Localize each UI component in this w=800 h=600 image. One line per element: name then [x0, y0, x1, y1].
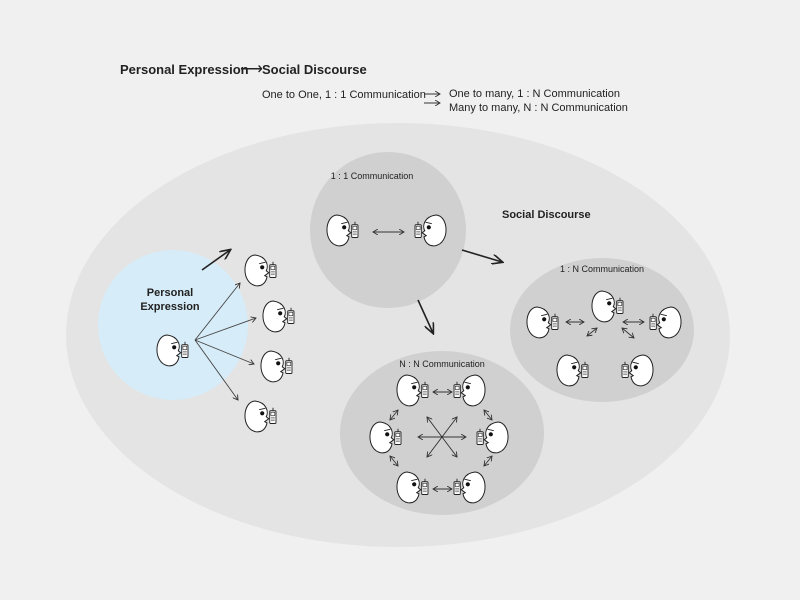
face-icon [649, 306, 682, 339]
phone-icon [394, 428, 402, 445]
double-arrows [373, 232, 644, 489]
phone-icon [421, 381, 429, 398]
phone-icon [621, 361, 629, 378]
face-icon [453, 471, 486, 504]
arrow-icon [194, 339, 254, 364]
phone-icon [414, 221, 422, 238]
face-icon [526, 306, 559, 339]
personal-label-line2: Expression [140, 301, 200, 313]
arrow-icon [194, 283, 240, 341]
double-arrow-icon [587, 328, 597, 336]
broadcast-arrows [194, 283, 256, 400]
title-social-discourse: Social Discourse [262, 62, 367, 77]
one-to-n-label: 1 : N Communication [560, 264, 644, 274]
flow-one-to-many: One to many, 1 : N Communication [449, 88, 620, 100]
face-icon [244, 400, 277, 433]
face-icon [396, 374, 429, 407]
n-to-n-label: N : N Communication [399, 359, 485, 369]
double-arrow-icon [622, 328, 634, 338]
phone-icon [269, 407, 277, 424]
face-icon [369, 421, 402, 454]
personal-expression-circle [98, 250, 248, 400]
one-to-one-label: 1 : 1 Communication [331, 171, 414, 181]
face-icon [621, 354, 654, 387]
double-arrow-icon [484, 410, 492, 420]
phone-icon [453, 478, 461, 495]
title-personal-expression: Personal Expression [120, 62, 249, 77]
phone-icon [649, 313, 657, 330]
arrow-icon [417, 299, 433, 333]
face-icon [476, 421, 509, 454]
personal-label-line1: Personal [147, 287, 193, 299]
face-icon [156, 334, 189, 367]
arrow-icon [201, 250, 230, 271]
double-arrow-icon [390, 410, 398, 420]
arrow-icon [194, 339, 238, 400]
double-arrow-icon [427, 417, 457, 457]
face-icon [591, 290, 624, 323]
face-icon [396, 471, 429, 504]
face-icon [262, 300, 295, 333]
phone-icon [551, 313, 559, 330]
social-discourse-label: Social Discourse [502, 209, 591, 221]
double-arrow-icon [484, 456, 492, 466]
phone-icon [476, 428, 484, 445]
phone-icon [616, 297, 624, 314]
phone-icon [453, 381, 461, 398]
phone-icon [287, 307, 295, 324]
flow-many-to-many: Many to many, N : N Communication [449, 102, 628, 114]
phone-icon [351, 221, 359, 238]
social-discourse-region [66, 123, 730, 547]
double-arrow-icon [390, 456, 398, 466]
face-icon [326, 214, 359, 247]
phone-icon [581, 361, 589, 378]
face-icon [260, 350, 293, 383]
arrow-icon [461, 249, 502, 262]
phone-icon [421, 478, 429, 495]
face-icon [414, 214, 447, 247]
arrow-icon [194, 318, 256, 341]
phone-icon [269, 261, 277, 278]
face-icon [556, 354, 589, 387]
face-icon [453, 374, 486, 407]
flow-arrow-icon [424, 94, 440, 103]
phone-icon [285, 357, 293, 374]
title-arrow-icon: ⟶ [240, 61, 263, 78]
phone-icon [181, 341, 189, 358]
faces [156, 214, 682, 504]
face-icon [244, 254, 277, 287]
flow-one-to-one: One to One, 1 : 1 Communication [262, 89, 426, 101]
